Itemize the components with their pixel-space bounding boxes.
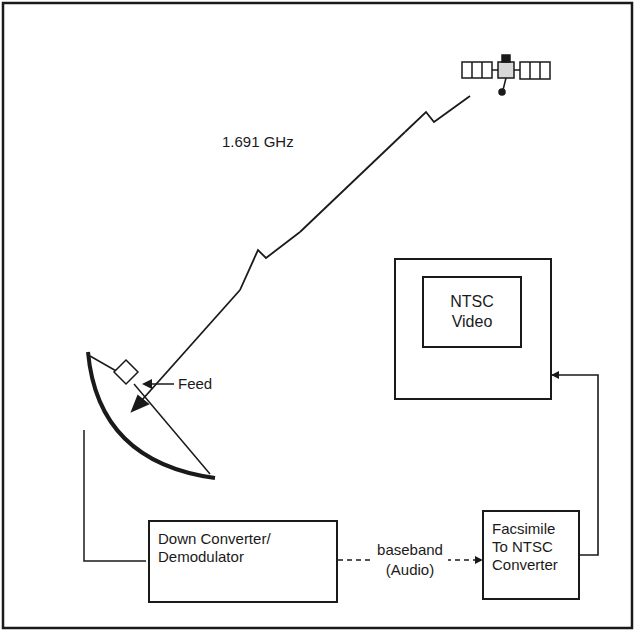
- feed-horn: [114, 360, 138, 384]
- node-text: Down Converter/ Demodulator: [158, 530, 328, 566]
- frequency-label: 1.691 GHz: [222, 133, 294, 151]
- part-label: Feed: [178, 375, 212, 393]
- satellite: [462, 55, 550, 95]
- process-box: Facsimile To NTSC Converter: [482, 510, 580, 600]
- feed-cable: [84, 430, 146, 561]
- node-text: Facsimile To NTSC Converter: [492, 520, 570, 574]
- process-box: Down Converter/ Demodulator: [148, 520, 338, 603]
- edge-label: baseband (Audio): [372, 540, 448, 580]
- monitor: NTSC Video: [394, 258, 552, 400]
- screen: NTSC Video: [422, 276, 522, 348]
- frame: [3, 3, 632, 628]
- node-text: NTSC Video: [428, 292, 516, 332]
